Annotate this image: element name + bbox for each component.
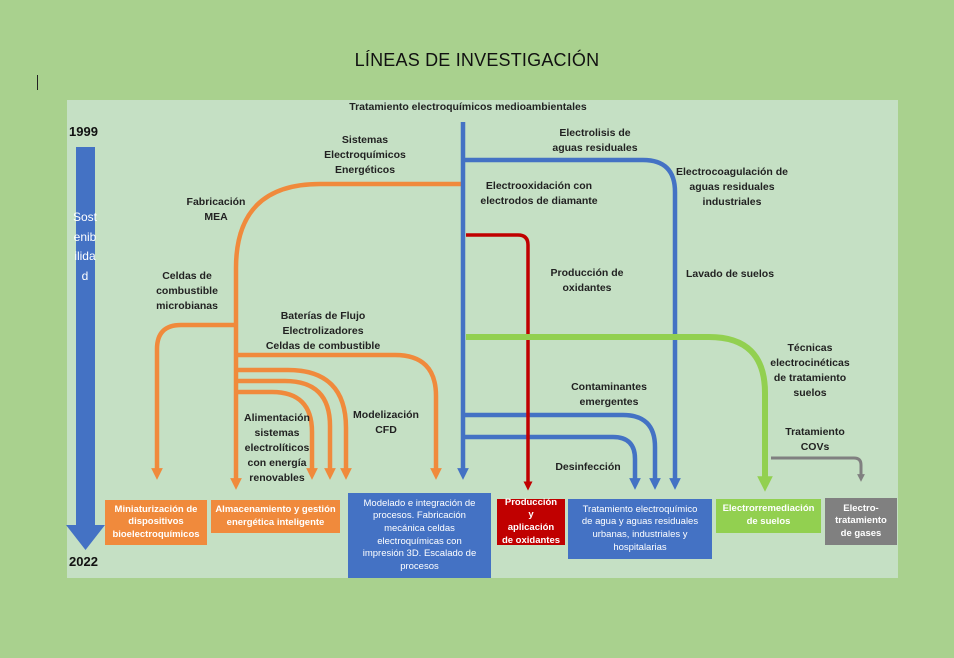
green-flow-line [466,334,773,492]
label-desinfeccion: Desinfección [555,461,621,473]
text-cursor [37,75,38,90]
blue-flow-lines [457,122,681,490]
timeline-vertical-text: Sostenibilidad [73,210,98,284]
start-year: 1999 [69,124,98,139]
label-lavado-suelos: Lavado de suelos [685,268,775,280]
orange-flow-lines [151,181,462,490]
red-flow-line [466,233,533,491]
page-title: LÍNEAS DE INVESTIGACIÓN [354,50,600,70]
gray-flow-line [771,456,865,482]
timeline-arrow [66,147,105,550]
end-year: 2022 [69,554,98,569]
label-tratamiento-header: Tratamiento electroquímicos medioambient… [349,101,587,113]
